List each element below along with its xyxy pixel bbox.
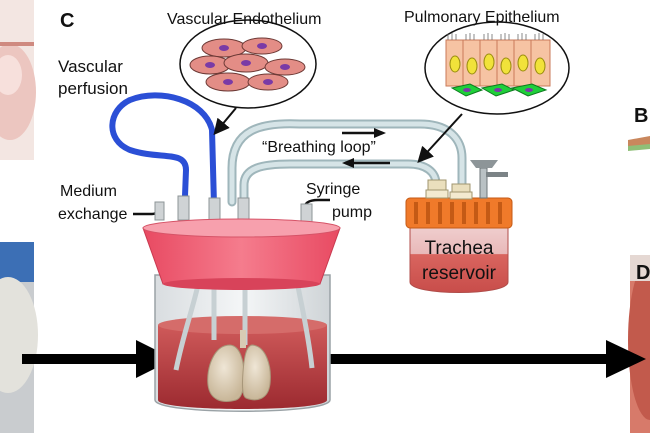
label-vascular-perfusion-line2: perfusion [58, 79, 128, 98]
label-trachea-reservoir-line1: Trachea [425, 238, 494, 259]
epithelium-pointer [417, 113, 463, 163]
arrow-right-icon [22, 340, 174, 378]
lung-icon [207, 330, 271, 402]
epithelium-bubble [424, 21, 570, 115]
left-photo-bottom [0, 242, 38, 433]
neighbor-panel-letter-b: B [634, 105, 648, 127]
panel-letter: C [60, 10, 74, 32]
label-syringe-pump-line1: Syringe [306, 181, 360, 198]
label-medium-exchange-line1: Medium [60, 183, 117, 200]
endothelium-pointer [213, 107, 237, 136]
label-breathing-loop: “Breathing loop” [262, 139, 376, 156]
label-vascular-endothelium: Vascular Endothelium [167, 11, 321, 28]
label-vascular-perfusion-line1: Vascular [58, 57, 123, 76]
bioreactor-lid [142, 218, 341, 290]
right-photo-bottom [628, 255, 650, 433]
left-photo-top [0, 0, 36, 160]
vascular-perfusion-tube [109, 92, 217, 208]
label-medium-exchange-line2: exchange [58, 206, 127, 223]
arrow-right-icon [324, 340, 646, 378]
trachea-reservoir [405, 160, 513, 293]
right-photo-top [628, 130, 650, 151]
arrow-right-icon [342, 128, 386, 138]
label-trachea-reservoir-line2: reservoir [422, 263, 497, 284]
label-pulmonary-epithelium: Pulmonary Epithelium [404, 9, 560, 26]
arrow-left-icon [342, 158, 390, 168]
breathing-loop-tube-top-inner [229, 121, 465, 205]
breathing-loop-tube-bottom-inner [241, 161, 439, 207]
endothelium-bubble [179, 19, 317, 109]
neighbor-panel-letter-d: D [636, 262, 650, 284]
label-syringe-pump-line2: pump [332, 204, 372, 221]
